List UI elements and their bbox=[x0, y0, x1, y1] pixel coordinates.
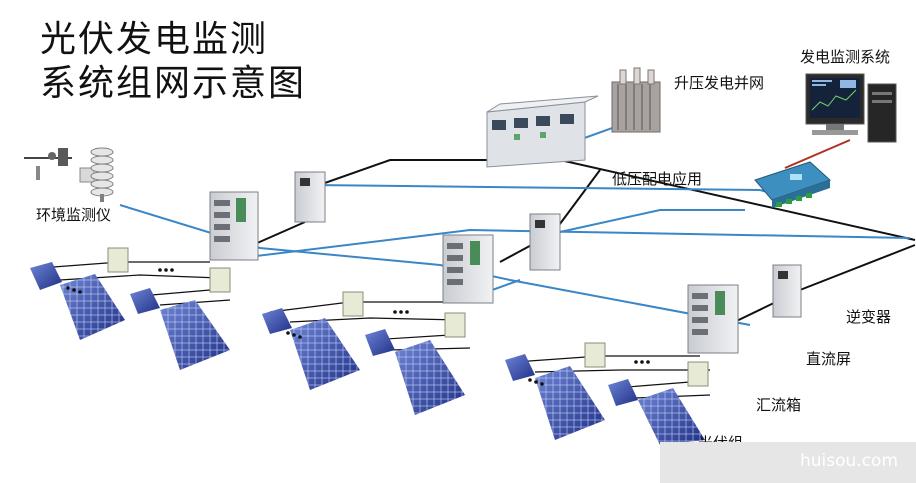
page-title-line1: 光伏发电监测 bbox=[40, 19, 269, 60]
transformer bbox=[611, 67, 661, 133]
monitoring-computer bbox=[805, 73, 897, 143]
inverter-cabinet bbox=[529, 213, 561, 271]
label-low-voltage: 低压配电应用 bbox=[612, 170, 703, 188]
watermark-bar: huisou.com bbox=[660, 442, 916, 483]
pv-panel bbox=[608, 379, 638, 406]
label-combiner: 汇流箱 bbox=[756, 396, 802, 414]
combiner-box bbox=[584, 342, 606, 368]
watermark-text: huisou.com bbox=[799, 451, 898, 471]
pv-panel bbox=[160, 300, 230, 370]
inverter-cabinets bbox=[294, 171, 802, 318]
pv-panel bbox=[262, 308, 292, 334]
monitor-link-line bbox=[784, 139, 851, 169]
data-logger bbox=[754, 161, 831, 208]
label-inverter: 逆变器 bbox=[846, 308, 892, 326]
pv-panels bbox=[30, 262, 705, 445]
page-title-line2: 系统组网示意图 bbox=[40, 63, 307, 104]
pv-panel bbox=[130, 288, 160, 314]
label-dc-panel: 直流屏 bbox=[806, 350, 852, 368]
pv-panel bbox=[395, 340, 465, 415]
inverter-cabinet bbox=[294, 171, 326, 223]
pv-panel bbox=[30, 262, 62, 290]
combiner-boxes bbox=[107, 247, 709, 387]
dc-cabinet bbox=[442, 234, 494, 304]
pv-panel bbox=[638, 388, 705, 445]
weather-station bbox=[24, 147, 114, 202]
ellipsis-dots bbox=[66, 268, 650, 386]
dc-cabinets bbox=[209, 191, 739, 354]
pv-panel bbox=[365, 329, 395, 356]
combiner-box bbox=[107, 247, 129, 273]
label-monitor-system: 发电监测系统 bbox=[800, 48, 891, 66]
label-env-monitor: 环境监测仪 bbox=[36, 206, 112, 224]
combiner-box bbox=[444, 312, 466, 338]
combiner-box bbox=[209, 267, 231, 293]
string-wiring bbox=[39, 261, 711, 399]
dc-cabinet bbox=[687, 284, 739, 354]
inverter-cabinet bbox=[772, 264, 802, 318]
pv-panel bbox=[60, 274, 125, 340]
label-step-up: 升压发电并网 bbox=[674, 74, 765, 92]
switchgear bbox=[486, 95, 599, 168]
pv-panel bbox=[535, 366, 605, 440]
combiner-box bbox=[687, 361, 709, 387]
pv-panel bbox=[505, 354, 535, 381]
pv-panel bbox=[290, 318, 360, 390]
combiner-box bbox=[342, 291, 364, 317]
dc-cabinet bbox=[209, 191, 259, 261]
